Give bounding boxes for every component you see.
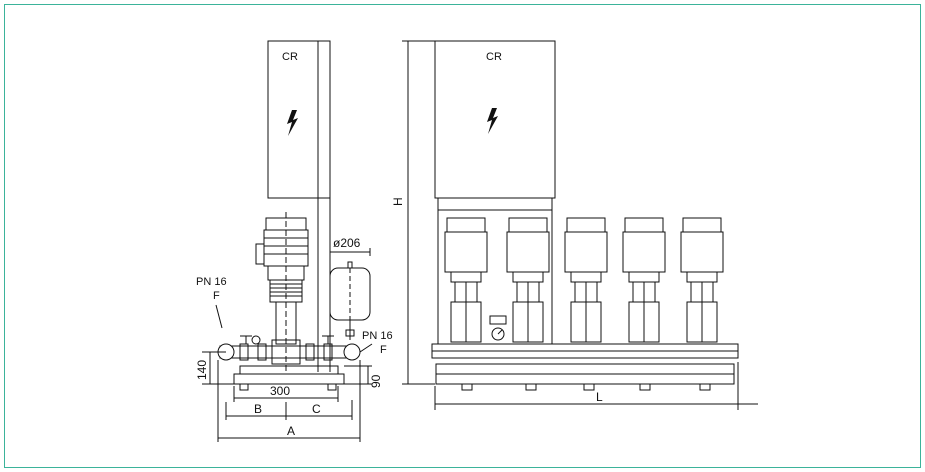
- control-cabinet-side: CR: [267, 40, 331, 199]
- f-label-left: F: [213, 290, 220, 302]
- dim-90-label: 90: [369, 374, 383, 388]
- pump-3: [564, 217, 608, 343]
- dim-300: 300: [233, 384, 339, 402]
- side-view: CR: [195, 40, 393, 442]
- dim-140-label: 140: [195, 360, 209, 380]
- dim-h-label: H: [391, 197, 405, 206]
- control-cabinet-front: CR: [434, 40, 556, 344]
- dim-h: H: [391, 40, 435, 385]
- front-view: CR H: [391, 40, 758, 410]
- pn-label-left: PN 16: [196, 276, 227, 288]
- cabinet-label-right: CR: [486, 51, 502, 63]
- tank-diameter-label: ø206: [333, 236, 361, 250]
- base-frame-front: [435, 363, 735, 391]
- pn-label-right: PN 16: [362, 330, 393, 342]
- pump-4: [622, 217, 666, 343]
- pump-1: [444, 217, 488, 343]
- motor-side: [255, 212, 309, 372]
- dim-b-c: B C: [225, 400, 353, 420]
- dim-l-label: L: [596, 390, 603, 404]
- pressure-gauge-icon: [489, 315, 507, 341]
- dim-300-label: 300: [270, 384, 290, 398]
- manifold-side: [217, 335, 361, 365]
- base-frame-side: [233, 365, 345, 391]
- dim-tank-diameter: ø206: [329, 236, 371, 256]
- dim-90: 90: [344, 365, 383, 388]
- manifold-front: [431, 343, 739, 359]
- dim-l: L: [434, 362, 758, 410]
- dim-c-label: C: [312, 402, 321, 416]
- cabinet-label-left: CR: [282, 51, 298, 63]
- dim-b-label: B: [254, 402, 262, 416]
- dim-a: A: [217, 360, 361, 442]
- dim-a-label: A: [287, 424, 295, 438]
- f-label-right: F: [380, 344, 387, 356]
- membrane-tank: [329, 261, 371, 340]
- lightning-bolt-icon: [287, 110, 298, 136]
- lightning-bolt-icon: [487, 108, 498, 134]
- pump-5: [680, 217, 724, 343]
- pump-2: [506, 217, 550, 343]
